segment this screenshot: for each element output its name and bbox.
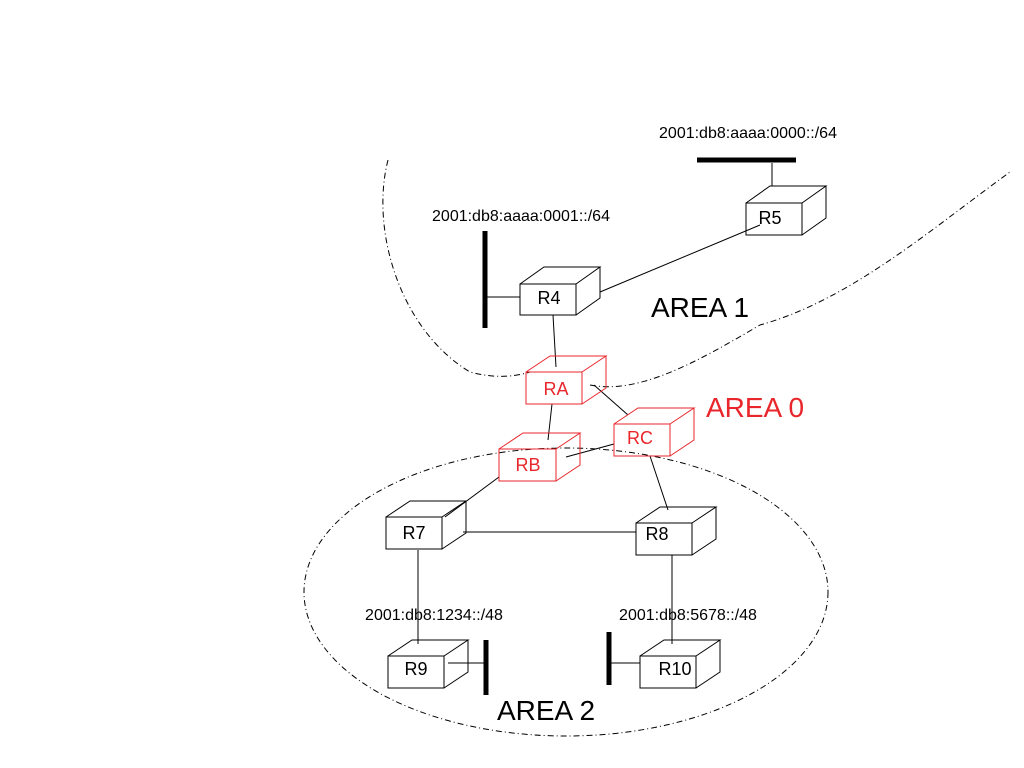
router-r9-label: R9 <box>404 659 427 679</box>
link-r4-ra <box>552 314 557 368</box>
router-r7[interactable]: R7 <box>385 500 468 550</box>
router-r5[interactable]: R5 <box>745 185 828 236</box>
router-r10[interactable]: R10 <box>639 639 722 689</box>
area-0-label: AREA 0 <box>706 392 804 423</box>
area-1-boundary <box>382 159 1011 388</box>
router-r4[interactable]: R4 <box>519 266 602 316</box>
area-2-boundary <box>303 447 829 737</box>
area-1-label: AREA 1 <box>651 292 749 323</box>
router-r7-label: R7 <box>402 523 425 543</box>
link-rb-rc <box>565 443 615 458</box>
router-rc[interactable]: RC <box>613 407 696 457</box>
network-label-r10: 2001:db8:5678::/48 <box>619 607 757 624</box>
router-rb-label: RB <box>515 455 540 475</box>
link-ra-rc <box>593 384 629 416</box>
router-ra-label: RA <box>543 379 568 399</box>
router-r8-label: R8 <box>645 524 668 544</box>
router-rb[interactable]: RB <box>498 432 582 482</box>
area-2-label: AREA 2 <box>497 695 595 726</box>
network-label-r9: 2001:db8:1234::/48 <box>365 607 503 624</box>
link-rc-r8 <box>649 455 669 511</box>
router-r8[interactable]: R8 <box>635 506 718 556</box>
router-r10-label: R10 <box>658 659 691 679</box>
network-bars <box>482 157 796 695</box>
network-label-r4: 2001:db8:aaaa:0001::/64 <box>432 208 610 225</box>
router-rc-label: RC <box>627 428 653 448</box>
router-r9[interactable]: R9 <box>387 639 470 689</box>
link-ra-rb <box>547 403 553 441</box>
link-rb-r7 <box>444 476 500 518</box>
router-ra[interactable]: RA <box>525 355 608 405</box>
links <box>417 163 773 664</box>
router-r5-label: R5 <box>758 208 781 228</box>
router-r4-label: R4 <box>537 288 560 308</box>
link-r4-r5 <box>599 224 761 293</box>
network-label-r5: 2001:db8:aaaa:0000::/64 <box>659 125 837 142</box>
